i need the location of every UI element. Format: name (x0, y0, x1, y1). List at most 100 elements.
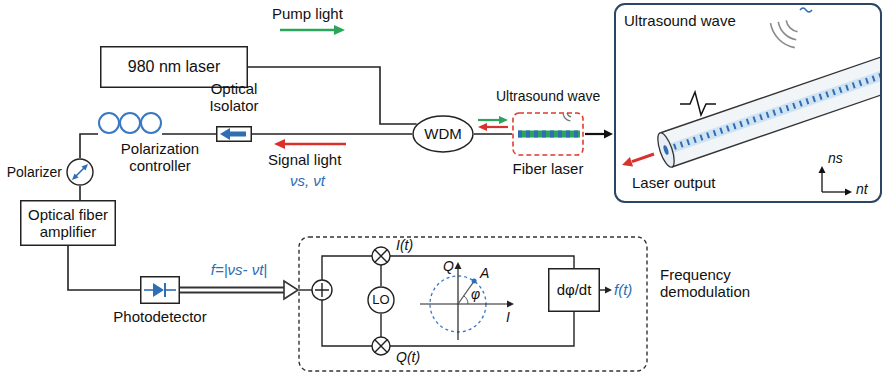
signal-arrow (283, 143, 346, 146)
mixer-symbol (372, 247, 390, 265)
i-axis (420, 303, 508, 304)
node-shape (66, 158, 94, 186)
axis-label: ns (828, 150, 843, 166)
connector-line (180, 287, 284, 294)
node-caption: Polarization controller (114, 140, 206, 175)
frequency-label: νs, νt (290, 172, 325, 189)
node-caption: Photodetector (110, 308, 210, 325)
fiber-core-end (662, 145, 669, 156)
fiber-laser-box: Fiber laser (512, 112, 584, 156)
connector-line (68, 246, 140, 290)
polarization-axis (72, 174, 79, 181)
fiber-core (664, 70, 880, 155)
connector-line (80, 134, 98, 158)
polarization-axis (82, 164, 89, 171)
fiber-loop (141, 113, 161, 133)
node-shape (216, 126, 252, 142)
node-shape (512, 112, 584, 156)
transducer-squiggle (800, 8, 812, 12)
light-label: Pump light (272, 5, 343, 22)
axis-arrowhead (455, 262, 462, 269)
fiber-connector (80, 186, 81, 200)
detector-outline (141, 277, 180, 304)
photodetector: Photodetector (140, 276, 180, 304)
signal-arrow (487, 126, 508, 128)
laser-output-arrow (632, 154, 654, 162)
fiber-loop (99, 113, 119, 133)
axis-label: I (506, 309, 510, 325)
q-wire (390, 312, 574, 346)
connector-line (162, 133, 216, 135)
fiber-connector (474, 134, 512, 135)
angle-label: φ (471, 286, 480, 302)
node-caption: Laser output (632, 174, 715, 191)
node-label: LO (372, 293, 389, 308)
wdm-coupler: WDM (412, 115, 474, 153)
signal-arrowhead (478, 123, 487, 131)
local-oscillator: LO (367, 286, 395, 314)
axis-arrowhead (845, 189, 852, 196)
phase-arc (464, 296, 468, 304)
fiber-grating (518, 131, 580, 138)
node-shape (614, 3, 882, 203)
fiber-loop (120, 113, 140, 133)
lo-wire (380, 265, 381, 286)
node-label: Optical fiber amplifier (26, 206, 110, 241)
node-caption: Polarizer (0, 164, 62, 180)
adder-symbol (312, 280, 332, 300)
node-label: WDM (424, 125, 462, 142)
axis-label: Q (443, 258, 454, 274)
adder-symbol (315, 283, 329, 297)
fiber-grating (674, 75, 880, 147)
panel-outline (299, 237, 647, 371)
signal-wire (299, 289, 312, 290)
connector-line (248, 67, 417, 124)
node-shape (140, 276, 180, 304)
axis-nt (822, 191, 846, 192)
axis-arrowhead (507, 301, 514, 308)
output-arrowhead (605, 287, 612, 294)
fiber-connector (162, 134, 216, 135)
diode-symbol (153, 283, 164, 297)
fiber-connector (248, 67, 417, 124)
mixer-symbol (375, 340, 388, 353)
lo-wire (380, 314, 381, 337)
mixer-symbol (375, 250, 388, 263)
pump-arrow (280, 29, 336, 32)
connector-line (474, 133, 512, 135)
axis-arrowhead (819, 166, 826, 173)
pump-arrowhead (334, 25, 345, 35)
isolator-outline (217, 127, 252, 142)
node-label: dφ/dt (557, 281, 592, 298)
phasor-point (472, 279, 477, 284)
connector-line (79, 186, 81, 200)
polarizer-outline (67, 159, 93, 185)
mixer-symbol (372, 337, 390, 355)
derivative-box: dφ/dt (548, 268, 600, 312)
fiber-grating (518, 131, 580, 138)
signal-wire (322, 256, 372, 280)
light-label: Signal light (268, 151, 341, 168)
demodulation-panel: Frequency demodulationLOdφ/dt (298, 236, 648, 372)
node-caption: Optical Isolator (202, 80, 266, 115)
output-label: f(t) (614, 281, 632, 298)
fiber-end-face (654, 131, 677, 169)
axis-label: nt (856, 181, 868, 197)
axis-ns (821, 172, 822, 192)
signal-arrowhead (274, 139, 285, 149)
point-label: A (480, 265, 489, 281)
ultrasound-arcs (563, 113, 571, 121)
arrowhead (284, 281, 298, 299)
node-shape (98, 112, 162, 134)
fiber-connector (68, 246, 140, 290)
polarization-controller: Polarization controller (98, 112, 162, 134)
diode-symbol (144, 289, 153, 291)
connector-line (180, 289, 284, 292)
box-outline (21, 201, 116, 246)
connector-line (585, 133, 606, 135)
optical-isolator: Optical Isolator (216, 126, 252, 142)
pulse-symbol (680, 92, 716, 115)
fiber-laser-outline (513, 113, 583, 155)
